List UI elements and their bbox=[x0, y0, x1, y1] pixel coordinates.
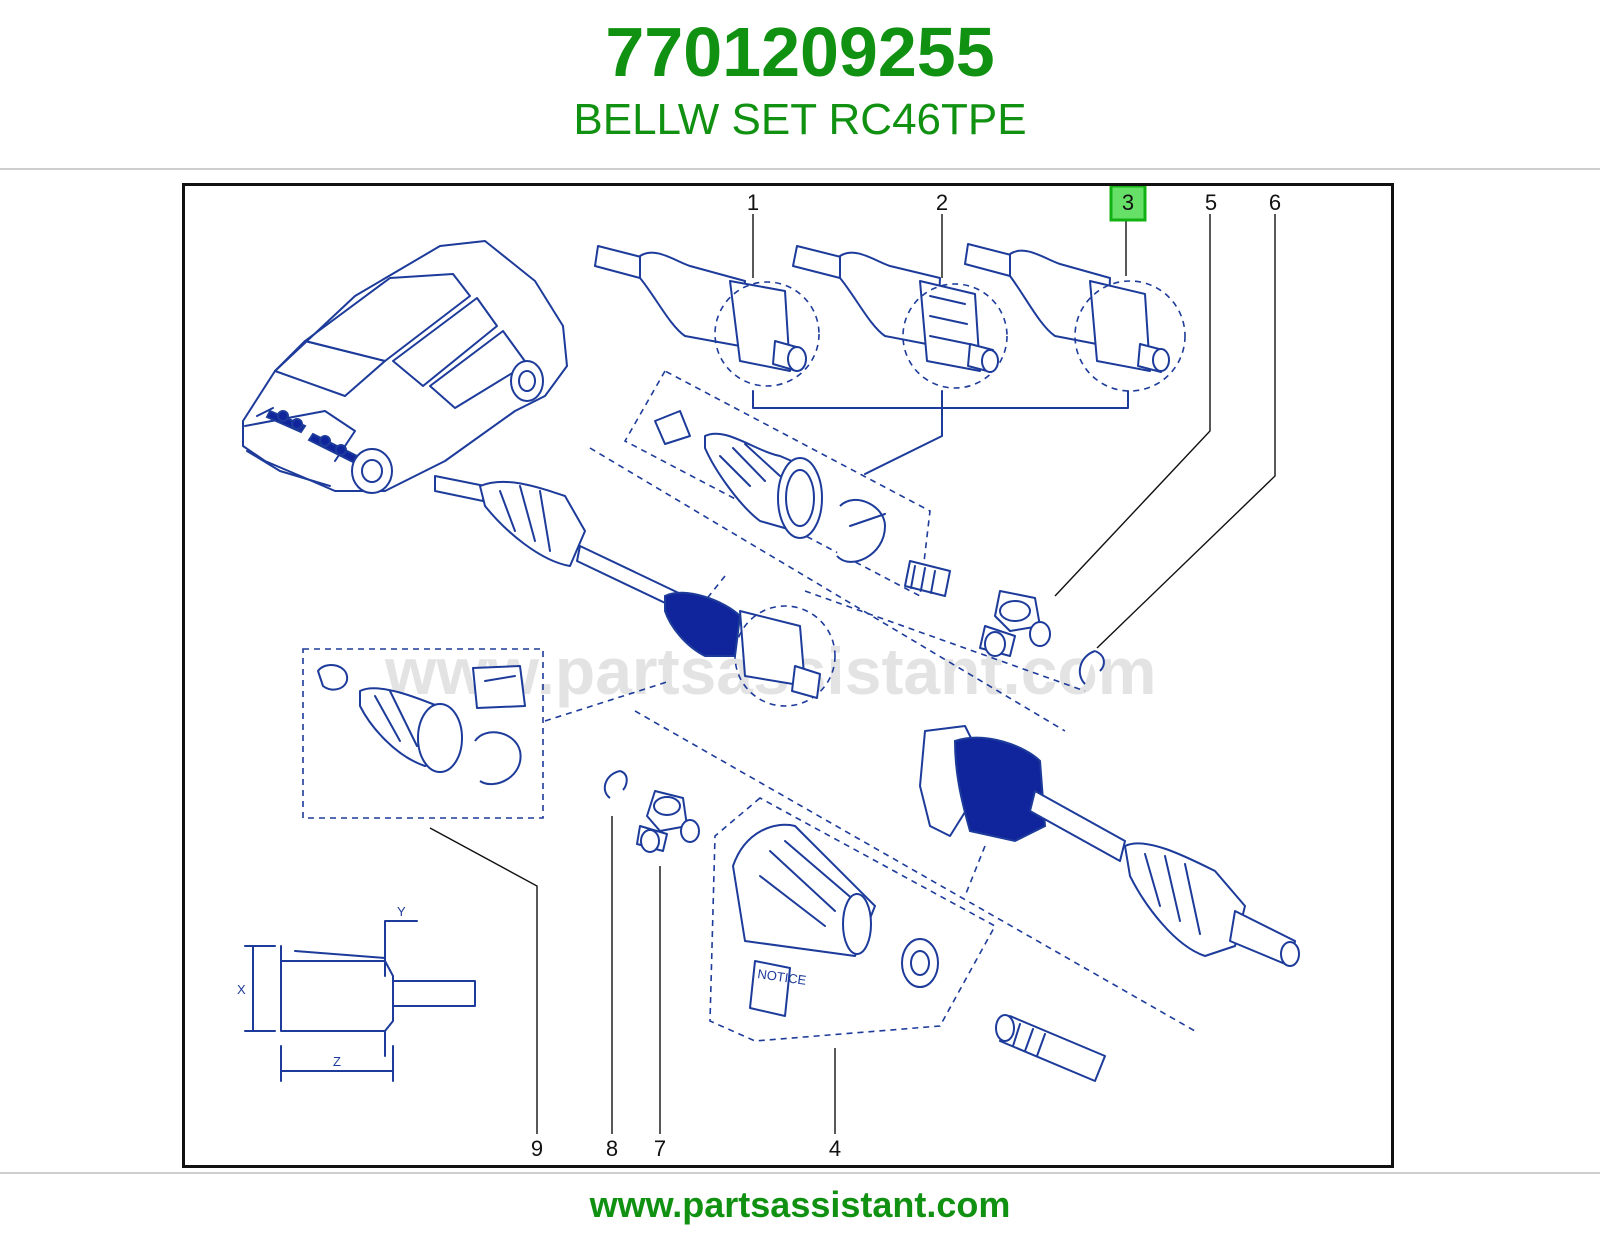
callout-2[interactable]: 2 bbox=[936, 190, 948, 215]
notice-booklet bbox=[749, 960, 791, 1017]
callout-5[interactable]: 5 bbox=[1205, 190, 1217, 215]
dimension-drawing bbox=[244, 920, 476, 1082]
callout-numbers: 1 2 3 5 6 9 8 7 4 bbox=[531, 190, 1281, 1161]
drive-shaft-left bbox=[434, 475, 836, 707]
car-illustration bbox=[242, 240, 568, 494]
dim-x-label: X bbox=[237, 982, 246, 997]
callout-7[interactable]: 7 bbox=[654, 1136, 666, 1161]
drive-shaft-right bbox=[919, 725, 1300, 967]
callout-3-highlight bbox=[1109, 186, 1147, 222]
diagram-drawing: www.partsassistant.com bbox=[237, 186, 1300, 1161]
tripod-joint-7 bbox=[636, 790, 700, 853]
callout-1[interactable]: 1 bbox=[747, 190, 759, 215]
boot-kit-9 bbox=[317, 664, 526, 786]
circlip-8 bbox=[603, 770, 628, 799]
callout-8[interactable]: 8 bbox=[606, 1136, 618, 1161]
tripod-boot-4 bbox=[732, 823, 939, 1017]
joint-variant-2 bbox=[792, 245, 1008, 389]
dim-y-label: Y bbox=[397, 904, 406, 919]
splined-shaft bbox=[995, 1014, 1106, 1082]
joint-variant-1 bbox=[594, 245, 820, 387]
boot-kit bbox=[654, 410, 886, 563]
callout-4[interactable]: 4 bbox=[829, 1136, 841, 1161]
callout-9[interactable]: 9 bbox=[531, 1136, 543, 1161]
bottom-divider bbox=[0, 1172, 1600, 1174]
callout-3[interactable]: 3 bbox=[1122, 190, 1134, 215]
callout-6[interactable]: 6 bbox=[1269, 190, 1281, 215]
footer-url[interactable]: www.partsassistant.com bbox=[589, 1184, 1011, 1225]
part-description: BELLW SET RC46TPE bbox=[573, 95, 1027, 144]
circlip-6 bbox=[1078, 650, 1105, 685]
part-number: 7701209255 bbox=[605, 13, 995, 91]
tripod-joint-5 bbox=[979, 590, 1051, 657]
top-divider bbox=[0, 168, 1600, 170]
joint-variant-3 bbox=[964, 243, 1186, 392]
exploded-parts-diagram: www.partsassistant.com bbox=[182, 183, 1394, 1168]
splined-stub bbox=[904, 560, 951, 597]
notice-label: NOTICE bbox=[757, 966, 808, 988]
callout-leaders bbox=[429, 214, 1276, 1134]
dim-z-label: Z bbox=[333, 1054, 341, 1069]
